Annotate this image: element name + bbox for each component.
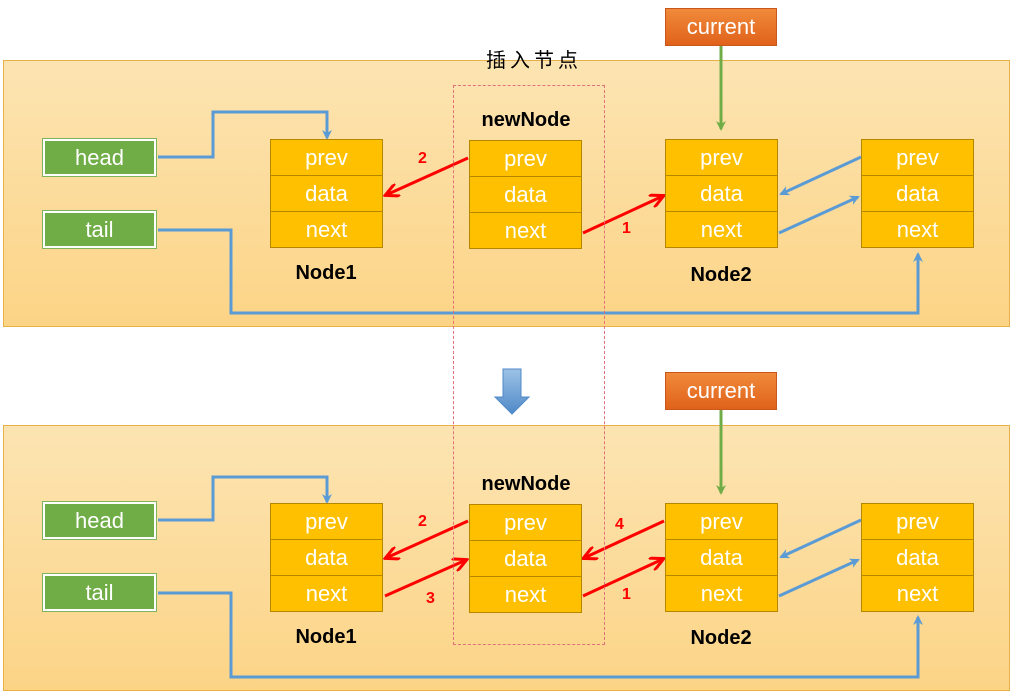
current-pointer: current — [665, 372, 777, 410]
new-node: prev data next — [469, 504, 582, 613]
node-next-field: next — [270, 575, 383, 612]
step-label-3: 3 — [426, 590, 435, 607]
red-link-1-top — [582, 196, 663, 235]
node-prev-field: prev — [270, 503, 383, 540]
node2: prev data next — [665, 503, 778, 612]
node2: prev data next — [665, 139, 778, 248]
step-label-4: 4 — [615, 516, 624, 533]
node-prev-field: prev — [665, 139, 778, 176]
head-link-bottom — [158, 475, 332, 522]
red-link-2-top — [386, 156, 469, 195]
node-data-field: data — [665, 539, 778, 576]
node1: prev data next — [270, 139, 383, 248]
node-data-field: data — [270, 175, 383, 212]
node2-label: Node2 — [690, 264, 752, 286]
tail-link-top — [158, 228, 923, 315]
node-prev-field: prev — [270, 139, 383, 176]
step-label-1: 1 — [622, 586, 631, 603]
node1: prev data next — [270, 503, 383, 612]
node-data-field: data — [861, 175, 974, 212]
head-link-top — [158, 110, 332, 159]
step-label-2: 2 — [418, 513, 427, 530]
diagram-title: 插入节点 — [486, 50, 582, 72]
tail-pointer: tail — [42, 210, 157, 249]
node-data-field: data — [469, 540, 582, 577]
step-label-1: 1 — [622, 220, 631, 237]
node-prev-field: prev — [665, 503, 778, 540]
tail-pointer: tail — [42, 573, 157, 612]
insertion-highlight-box — [453, 85, 605, 645]
node-prev-field: prev — [469, 504, 582, 541]
down-arrow-icon — [493, 368, 531, 415]
node-next-field: next — [469, 576, 582, 613]
node3: prev data next — [861, 139, 974, 248]
node3-prev-link-bottom — [779, 518, 862, 559]
node-prev-field: prev — [861, 139, 974, 176]
new-node-label: newNode — [481, 473, 571, 495]
node-data-field: data — [861, 539, 974, 576]
current-pointer: current — [665, 8, 777, 46]
node-next-field: next — [861, 211, 974, 248]
node-data-field: data — [469, 176, 582, 213]
node-next-field: next — [665, 211, 778, 248]
node3: prev data next — [861, 503, 974, 612]
new-node: prev data next — [469, 140, 582, 249]
node2-next-link-bottom — [778, 558, 860, 598]
node1-label: Node1 — [295, 262, 357, 284]
head-pointer: head — [42, 138, 157, 177]
node-next-field: next — [861, 575, 974, 612]
node-prev-field: prev — [469, 140, 582, 177]
head-pointer: head — [42, 501, 157, 540]
node1-label: Node1 — [295, 626, 357, 648]
new-node-label: newNode — [481, 109, 571, 131]
node-next-field: next — [270, 211, 383, 248]
node-next-field: next — [469, 212, 582, 249]
red-link-1-bottom — [582, 559, 663, 598]
tail-link-bottom — [158, 591, 923, 679]
red-link-3-bottom — [384, 560, 466, 598]
node2-label: Node2 — [690, 627, 752, 649]
node-next-field: next — [665, 575, 778, 612]
node-data-field: data — [665, 175, 778, 212]
node-prev-field: prev — [861, 503, 974, 540]
node3-prev-link-top — [779, 155, 862, 196]
red-link-2-bottom — [386, 519, 469, 558]
node-data-field: data — [270, 539, 383, 576]
red-link-4-bottom — [584, 519, 665, 558]
step-label-2: 2 — [418, 150, 427, 167]
node2-next-link-top — [778, 195, 860, 235]
